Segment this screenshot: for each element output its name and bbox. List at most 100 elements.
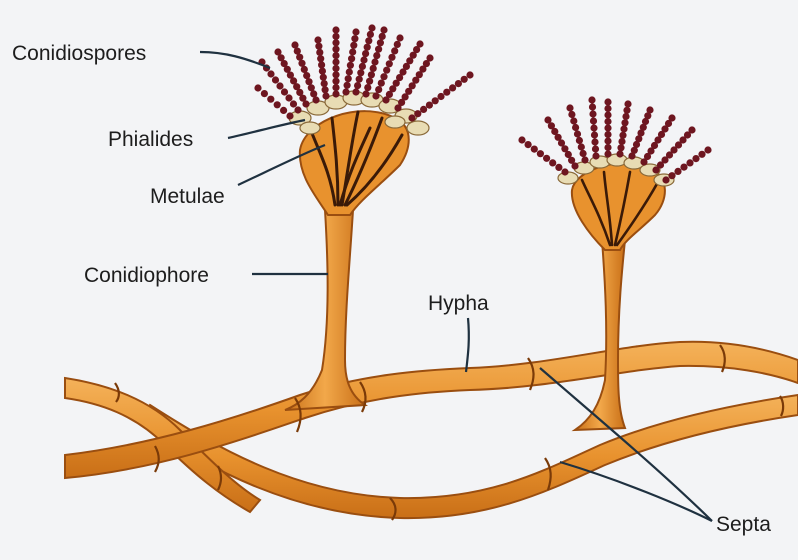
conidiospore <box>370 65 377 72</box>
conidiospore <box>375 46 382 53</box>
conidiospore <box>589 110 596 117</box>
conidiospore <box>303 72 310 79</box>
conidiospore <box>319 68 326 75</box>
conidiospore <box>426 54 433 61</box>
conidiospore <box>704 146 711 153</box>
conidiospore <box>455 80 462 87</box>
conidiospore <box>619 132 626 139</box>
conidiospore <box>320 74 327 81</box>
conidiospore <box>380 73 387 80</box>
conidiospore <box>314 36 321 43</box>
conidiospore <box>420 106 427 113</box>
conidiospore <box>354 82 361 89</box>
conidiospore <box>590 124 597 131</box>
conidiospore <box>318 61 325 68</box>
label-conidiophore: Conidiophore <box>84 264 209 287</box>
conidiospore <box>360 56 367 63</box>
conidiospore <box>322 86 329 93</box>
conidiospore <box>620 125 627 132</box>
conidiospore <box>332 65 339 72</box>
conidiospore <box>668 172 675 179</box>
conidiospore <box>604 98 611 105</box>
conidiospore <box>449 84 456 91</box>
leader-lines <box>200 52 712 521</box>
label-metulae: Metulae <box>150 185 225 208</box>
conidiospore <box>357 69 364 76</box>
conidiospore <box>315 43 322 50</box>
conidiospore <box>662 176 669 183</box>
conidiospore <box>461 76 468 83</box>
conidiospore <box>621 119 628 126</box>
conidiospore <box>466 71 473 78</box>
conidiospore <box>316 49 323 56</box>
conidiospore <box>572 124 579 131</box>
conidiospore <box>394 41 401 48</box>
conidiospore <box>668 114 675 121</box>
conidiospore <box>280 107 287 114</box>
conidiospore <box>362 50 369 57</box>
conidiospore <box>347 62 354 69</box>
conidiospore <box>604 144 611 151</box>
conidiospore <box>426 102 433 109</box>
conidiospore <box>576 137 583 144</box>
conidiospore <box>274 48 281 55</box>
conidiospore <box>590 117 597 124</box>
conidiospore <box>364 84 371 91</box>
conidiospore <box>580 150 587 157</box>
conidiospore <box>276 82 283 89</box>
conidiospore <box>531 146 538 153</box>
conidiospore <box>367 31 374 38</box>
conidiospore <box>543 155 550 162</box>
conidiospore <box>686 159 693 166</box>
conidiospore <box>321 80 328 87</box>
conidiospore <box>349 48 356 55</box>
conidiospore <box>604 105 611 112</box>
label-hypha: Hypha <box>428 292 489 315</box>
conidiospore <box>272 76 279 83</box>
conidiospore <box>518 136 525 143</box>
conidiospore <box>589 103 596 110</box>
conidiospore <box>391 47 398 54</box>
conidiospore <box>561 168 568 175</box>
conidiospore <box>592 145 599 152</box>
conidiospore <box>570 117 577 124</box>
conidiospore <box>604 111 611 118</box>
conidiospore <box>332 84 339 91</box>
conidiospore <box>591 131 598 138</box>
conidiospore <box>388 54 395 61</box>
conidiospore <box>365 37 372 44</box>
conidiospore <box>588 96 595 103</box>
conidiospore <box>332 71 339 78</box>
conidiospore <box>377 39 384 46</box>
conidiospore <box>688 126 695 133</box>
conidiospore <box>591 138 598 145</box>
conidiospore <box>549 159 556 166</box>
conidiospore <box>375 86 382 93</box>
conidiospore <box>261 90 268 97</box>
conidiospore <box>604 137 611 144</box>
conidiospore <box>408 114 415 121</box>
conidiospore <box>618 138 625 145</box>
conidiospore <box>344 82 351 89</box>
conidiospore <box>364 44 371 51</box>
conidiospore <box>368 71 375 78</box>
conidiospore <box>581 156 588 163</box>
conidiospore <box>604 118 611 125</box>
label-septa: Septa <box>716 513 771 536</box>
conidiospore <box>578 143 585 150</box>
conidiospore <box>332 26 339 33</box>
conidiospore <box>680 164 687 171</box>
conidiospore <box>646 106 653 113</box>
conidiospore <box>371 58 378 65</box>
conidiospore <box>267 96 274 103</box>
conidiospore <box>351 35 358 42</box>
conidiospore <box>332 39 339 46</box>
conidiospore <box>386 60 393 67</box>
conidiospore <box>604 131 611 138</box>
conidiospore <box>380 26 387 33</box>
conidiospore <box>359 63 366 70</box>
conidiospore <box>368 24 375 31</box>
conidiospore <box>332 58 339 65</box>
conidiospore <box>290 100 297 107</box>
